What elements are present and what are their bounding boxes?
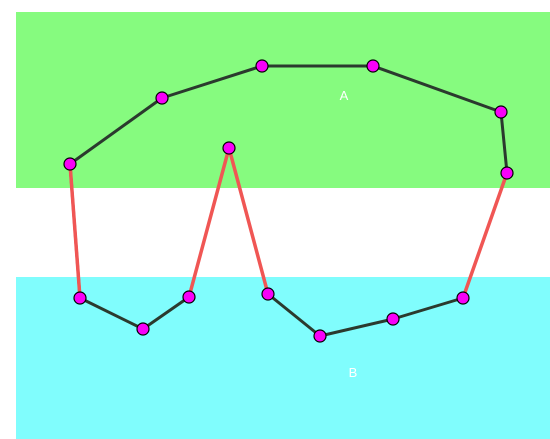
vertex-0[interactable] (63, 157, 77, 171)
region-b (16, 277, 550, 439)
vertex-1[interactable] (155, 91, 169, 105)
vertex-2[interactable] (255, 59, 269, 73)
vertex-10[interactable] (222, 141, 236, 155)
edge-7 (318, 317, 395, 338)
vertex-7[interactable] (386, 312, 400, 326)
vertex-3[interactable] (366, 59, 380, 73)
vertex-13[interactable] (73, 291, 87, 305)
vertex-6[interactable] (456, 291, 470, 305)
edge-1 (160, 64, 264, 100)
edges (68, 64, 509, 338)
edge-4 (499, 110, 509, 175)
edge-0 (68, 96, 164, 166)
edge-6 (391, 296, 465, 321)
crossing-edge-close (68, 162, 82, 300)
crossing-edge-10 (187, 146, 231, 299)
edge-3 (371, 64, 503, 114)
crossing-edge-5 (461, 171, 509, 300)
vertex-4[interactable] (494, 105, 508, 119)
edge-11 (141, 295, 191, 331)
vertex-5[interactable] (500, 166, 514, 180)
region-a-label: A (340, 88, 349, 103)
region-a (16, 12, 550, 188)
vertex-8[interactable] (313, 329, 327, 343)
region-b-label: B (349, 365, 358, 380)
crossing-edge-9 (227, 146, 270, 296)
vertex-12[interactable] (136, 322, 150, 336)
vertices (63, 59, 514, 343)
edge-12 (78, 296, 145, 331)
vertex-11[interactable] (182, 290, 196, 304)
edge-8 (266, 292, 322, 338)
vertex-9[interactable] (261, 287, 275, 301)
